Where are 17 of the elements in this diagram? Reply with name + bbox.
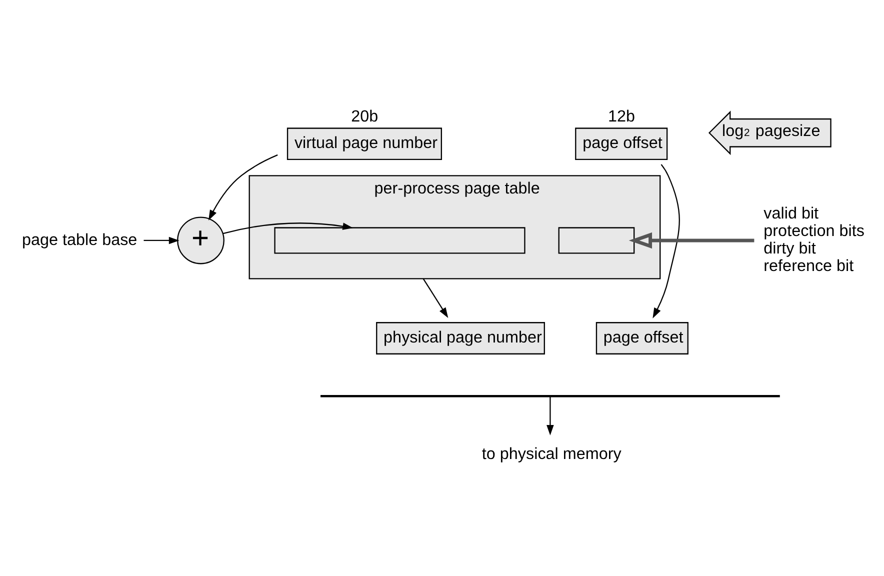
node-box bbox=[274, 226, 526, 254]
node-text: to physical memory bbox=[482, 444, 622, 462]
arrow bbox=[628, 232, 754, 248]
node-bar bbox=[320, 394, 780, 397]
node-label: 20b bbox=[351, 107, 378, 126]
node-text: page table base bbox=[22, 230, 138, 248]
arrow bbox=[222, 222, 354, 234]
arrow bbox=[546, 396, 554, 435]
node-text: valid bit protection bits dirty bit reference bit bbox=[764, 204, 864, 274]
cluster: per-process page table bbox=[248, 174, 661, 279]
node-box bbox=[558, 226, 635, 254]
arrow bbox=[422, 278, 448, 318]
arrow bbox=[144, 236, 180, 244]
arrow bbox=[652, 164, 680, 318]
node-label: 12b bbox=[608, 107, 636, 126]
node-circle: + bbox=[177, 216, 224, 264]
arrow bbox=[208, 154, 278, 220]
